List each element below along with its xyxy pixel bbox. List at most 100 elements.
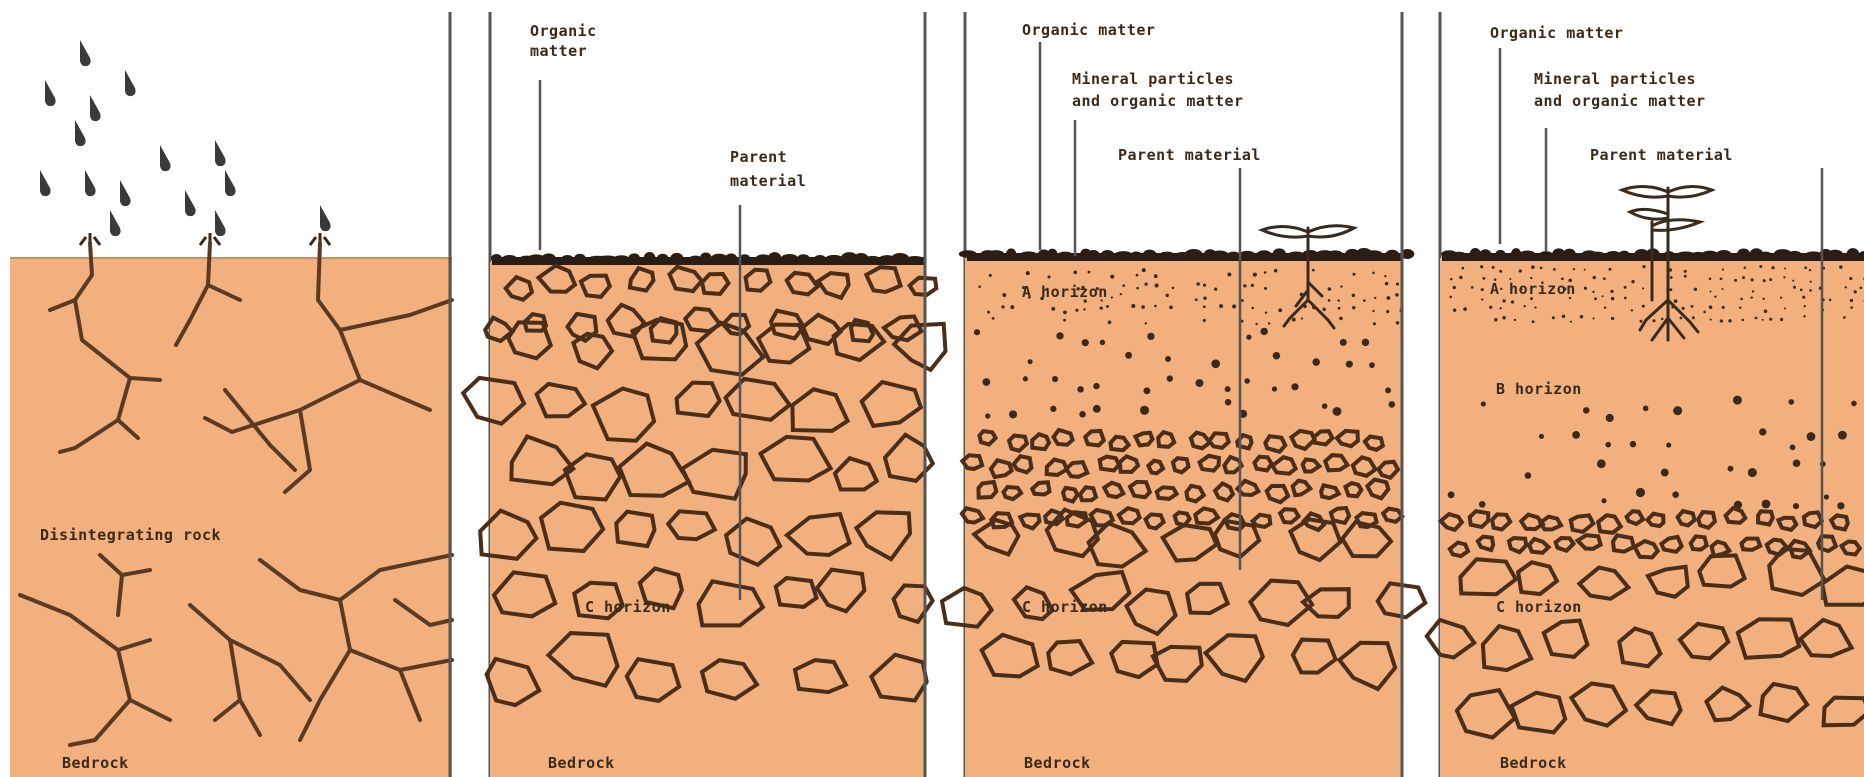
soil-particle xyxy=(1384,275,1386,277)
soil-particle xyxy=(1264,287,1267,290)
soil-particle xyxy=(1584,269,1586,271)
soil-particle xyxy=(1604,306,1606,308)
soil-particle xyxy=(1396,283,1399,286)
soil-particle xyxy=(1077,386,1084,393)
organic-bit xyxy=(826,255,843,261)
soil-particle xyxy=(1063,319,1066,322)
soil-particle xyxy=(1783,276,1785,278)
soil-particle xyxy=(1244,378,1250,384)
soil-particle xyxy=(1339,317,1343,321)
raindrop-icon xyxy=(75,120,86,146)
soil-particle xyxy=(1272,386,1277,391)
soil-particle xyxy=(1728,319,1731,322)
soil-particle xyxy=(1125,352,1132,359)
soil-particle xyxy=(1780,318,1783,321)
soil-particle xyxy=(1026,271,1030,275)
label-mineral-particles-2: and organic matter xyxy=(1534,92,1706,110)
soil-particle xyxy=(1552,316,1555,319)
organic-bit xyxy=(1303,250,1318,258)
soil-particle xyxy=(1481,288,1484,291)
soil-particle xyxy=(1603,277,1606,280)
soil-particle xyxy=(1722,288,1724,290)
soil-particle xyxy=(1002,293,1006,297)
soil-particle xyxy=(1802,296,1805,299)
soil-block xyxy=(965,258,1402,777)
soil-particle xyxy=(1624,286,1627,289)
soil-particle xyxy=(1672,491,1679,498)
organic-bit xyxy=(1058,252,1072,257)
soil-particle xyxy=(1340,285,1342,287)
soil-particle xyxy=(1154,305,1157,308)
organic-bit xyxy=(491,254,502,262)
organic-bit xyxy=(1511,248,1521,260)
soil-particle xyxy=(1166,294,1169,297)
soil-particle xyxy=(1694,288,1697,291)
organic-bit xyxy=(1827,250,1843,259)
organic-bit xyxy=(1495,250,1505,258)
label-b-horizon: B horizon xyxy=(1496,380,1582,398)
organic-bit xyxy=(1257,250,1271,258)
soil-particle xyxy=(1338,307,1341,310)
soil-particle xyxy=(1502,316,1506,320)
soil-particle xyxy=(1722,306,1725,309)
soil-particle xyxy=(1764,310,1767,313)
soil-particle xyxy=(1312,269,1315,272)
soil-particle xyxy=(1790,445,1796,451)
organic-bit xyxy=(562,255,573,261)
soil-particle xyxy=(1111,296,1113,298)
soil-particle xyxy=(1709,305,1713,309)
label-organic-matter: Organic matter xyxy=(1490,24,1623,42)
organic-bit xyxy=(1228,252,1239,257)
soil-particle xyxy=(1670,276,1673,279)
organic-bit xyxy=(1115,251,1131,257)
soil-particle xyxy=(1147,333,1154,340)
organic-bit xyxy=(866,256,879,260)
organic-bit xyxy=(1563,249,1576,260)
label-a-horizon: A horizon xyxy=(1022,283,1108,301)
soil-particle xyxy=(1611,297,1615,301)
organic-bit xyxy=(891,253,909,263)
soil-particle xyxy=(1636,488,1645,497)
soil-particle xyxy=(1264,271,1267,274)
soil-particle xyxy=(1771,266,1774,269)
label-parent-material-2: material xyxy=(730,172,806,190)
soil-particle xyxy=(1312,358,1320,366)
soil-particle xyxy=(1682,307,1685,310)
soil-particle xyxy=(1573,268,1575,270)
soil-particle xyxy=(1850,299,1853,302)
soil-particle xyxy=(1195,379,1203,387)
soil-particle xyxy=(1851,401,1857,407)
soil-particle xyxy=(1606,414,1614,422)
raindrop-icon xyxy=(215,210,226,236)
organic-bit xyxy=(1737,248,1750,259)
soil-particle xyxy=(1489,306,1492,309)
organic-bit xyxy=(1289,252,1304,257)
organic-bit xyxy=(1211,251,1228,258)
label-mineral-particles-1: Mineral particles xyxy=(1072,70,1234,88)
soil-particle xyxy=(1140,406,1149,415)
label-bedrock: Bedrock xyxy=(1500,754,1567,772)
soil-particle xyxy=(1051,307,1055,311)
soil-particle xyxy=(1524,305,1526,307)
organic-bit xyxy=(700,252,712,263)
soil-particle xyxy=(1253,273,1257,277)
organic-bit xyxy=(1452,252,1466,256)
raindrop-icon xyxy=(225,170,236,196)
soil-particle xyxy=(1387,296,1391,300)
organic-bit xyxy=(797,254,809,262)
soil-particle xyxy=(1605,442,1611,448)
organic-bit xyxy=(1240,251,1255,257)
soil-particle xyxy=(1196,282,1199,285)
soil-particle xyxy=(1839,265,1842,268)
organic-bit xyxy=(1702,251,1718,258)
soil-particle xyxy=(1362,339,1369,346)
soil-particle xyxy=(1769,278,1772,281)
soil-particle xyxy=(1703,311,1706,314)
organic-bit xyxy=(711,254,727,263)
soil-particle xyxy=(1165,356,1171,362)
soil-particle xyxy=(1056,332,1063,339)
soil-particle xyxy=(1291,383,1298,390)
organic-layer xyxy=(491,252,925,265)
soil-particle xyxy=(1666,443,1671,448)
raindrop-icon xyxy=(80,40,91,66)
